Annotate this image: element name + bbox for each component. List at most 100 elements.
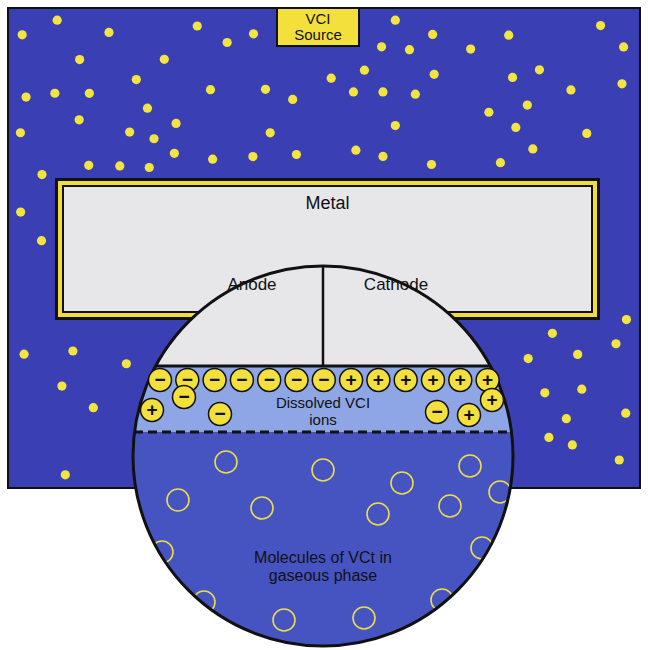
node-label: Cathode [363,276,430,295]
anode-region: Anode [223,275,281,296]
ion-charge: + [448,368,472,392]
magnifier-outline [133,266,513,646]
ion-circle [481,389,504,412]
vapor-dot [617,79,626,88]
vapor-dot [523,100,532,109]
vapor-dot [427,160,436,169]
vapor-dot [360,66,369,75]
vapor-dot [19,350,28,359]
enclosure-ground [8,8,640,488]
vapor-dot [143,104,152,113]
vapor-dot [535,65,544,74]
vapor-dot [37,236,46,245]
vapor-dot [57,381,66,390]
vapor-dot [484,108,493,117]
vapor-dot [582,129,591,138]
electrolyte-layer: Dissolved VCI ions [269,394,377,430]
vapor-dot [261,85,270,94]
vapor-dot [292,150,301,159]
ion-circle [422,369,445,392]
ion-charge: + [480,388,504,412]
gas-molecule [312,459,334,481]
node-label: VCI Source [286,11,350,43]
vapor-dot [596,21,605,30]
vapor-dot [160,55,169,64]
electrolyte-film [120,366,530,432]
gas-phase [120,432,530,650]
ion-circle [312,369,335,392]
ion-charge: + [394,368,418,392]
film-boundary [120,431,530,434]
ion-circle [458,404,481,427]
vapor-dot [621,409,630,418]
vapor-dot [170,149,179,158]
gas-molecule [273,609,295,631]
vapor-dot [524,354,533,363]
gas-phase-region: Molecules of VCt in gaseous phase [232,548,415,587]
vapor-dot [349,87,358,96]
vapor-dot [104,28,113,37]
vapor-dot [16,128,25,137]
ion-circle [476,369,499,392]
vapor-dot [85,89,94,98]
ion-charge: − [425,400,449,424]
ion-charge: − [203,368,227,392]
vapor-dot [61,470,70,479]
ion-charge: + [421,368,445,392]
ion-circle [203,369,226,392]
gas-molecule [459,455,481,477]
node-label: Anode [226,276,278,295]
vapor-dot [115,161,124,170]
vapor-dot [622,315,631,324]
ion-circle [367,369,390,392]
vapor-dot [75,115,84,124]
ion-charge: − [230,368,254,392]
vapor-dot [132,75,141,84]
vapor-dot [16,207,25,216]
gas-molecule [391,472,413,494]
gas-molecule [251,497,273,519]
vapor-dot [351,146,360,155]
magnifier-content [120,250,530,650]
node-label: Metal [59,194,596,214]
vapor-dot [249,29,258,38]
vapor-dot [391,121,400,130]
vapor-dot [540,388,549,397]
vapor-dot [206,85,215,94]
vapor-dot [528,144,537,153]
ion-charge: − [208,402,232,426]
vapor-dot [428,30,437,39]
ion-charge: + [476,368,500,392]
vapor-dot [266,128,275,137]
vapor-dot [223,38,232,47]
ion-charge: − [148,368,172,392]
ion-circle [230,369,253,392]
node-label: Dissolved VCI ions [273,395,373,429]
vapor-dot [53,16,62,25]
ion-charge: − [285,368,309,392]
vapor-dot [508,73,517,82]
ion-charge: + [457,403,481,427]
vapor-dot [615,455,624,464]
ion-circle [449,369,472,392]
vapor-dot [566,85,575,94]
vapor-dot [208,155,217,164]
vapor-dot [149,134,158,143]
vapor-dot [548,329,557,338]
vci-source-box: VCI Source [276,7,360,47]
vapor-dot [122,359,131,368]
vapor-dot [573,350,582,359]
vapor-dot [18,30,27,39]
vapor-dot [84,161,93,170]
ion-charge: − [172,385,196,409]
gas-molecule [353,607,375,629]
vapor-dot [391,16,400,25]
vapor-dot [145,163,154,172]
vapor-dot [496,158,505,167]
ion-charge: + [366,368,390,392]
cathode-region: Cathode [360,275,433,296]
gas-molecule [431,589,453,611]
vapor-dot [288,95,297,104]
vapor-dot [562,414,571,423]
vapor-dot [378,152,387,161]
